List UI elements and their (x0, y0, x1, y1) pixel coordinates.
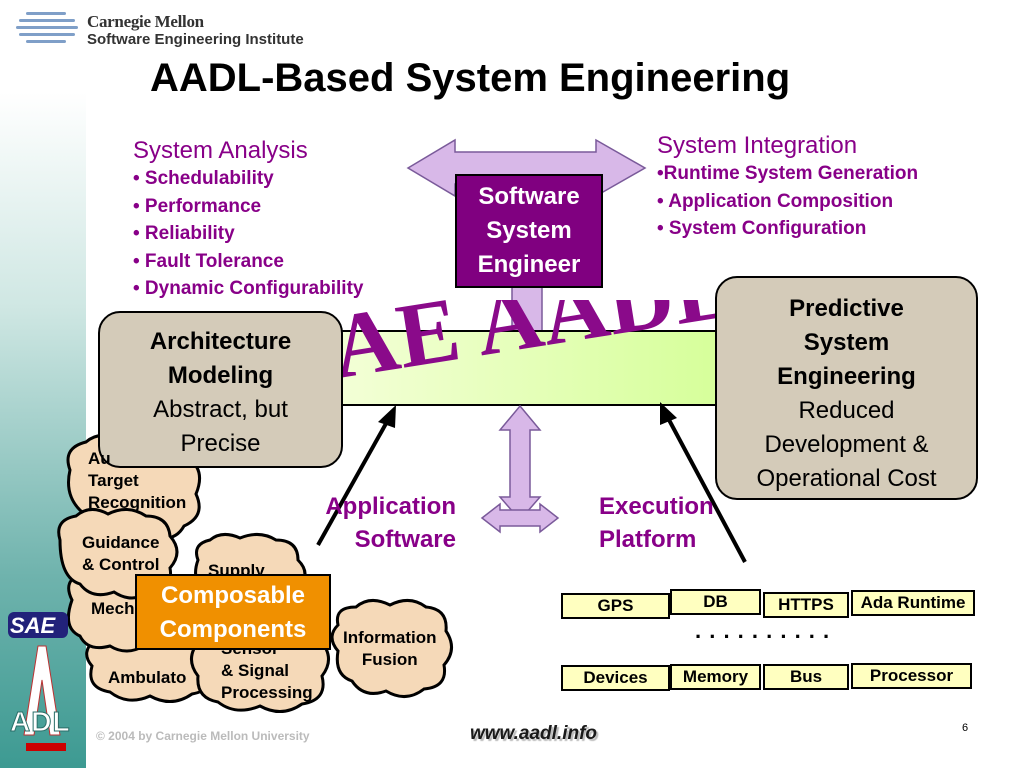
cloud-guidance-text: Guidance & Control (82, 532, 159, 576)
platform-box-processor: Processor (851, 663, 972, 689)
list-item: •Runtime System Generation (657, 163, 919, 184)
platform-box-memory: Memory (670, 664, 761, 690)
platform-box-bus: Bus (763, 664, 849, 690)
composable-line: Components (159, 616, 307, 643)
software-system-engineer-box: Software System Engineer (455, 174, 603, 288)
cloud-line: Recognition (88, 493, 187, 512)
architecture-modeling-box: Architecture Modeling Abstract, but Prec… (98, 311, 343, 468)
list-item: • Dynamic Configurability (133, 278, 364, 299)
engineer-line: Engineer (477, 251, 581, 278)
org-subtitle: Software Engineering Institute (87, 31, 304, 48)
copyright-text: © 2004 by Carnegie Mellon University (96, 729, 310, 743)
adl-logo-text: ADL (10, 706, 71, 738)
list-item: • Reliability (133, 223, 235, 244)
engineer-line: System (486, 217, 572, 244)
bottom-double-arrow (480, 502, 560, 534)
sidebar-gradient (0, 0, 86, 768)
sae-logo-text: SAE (10, 613, 56, 638)
cloud-line: Fusion (361, 650, 418, 669)
predictive-title: Engineering (777, 363, 916, 390)
platform-box-https: HTTPS (763, 592, 849, 618)
cloud-target-recognition-text: Au Target Recognition (88, 448, 186, 514)
composable-line: Composable (160, 582, 306, 609)
sae-logo-icon (8, 612, 68, 638)
page-number: 6 (962, 722, 969, 734)
system-analysis: System Analysis • Schedulability • Perfo… (133, 137, 363, 303)
footer-url: www.aadl.info (470, 723, 598, 744)
vertical-double-arrow (498, 404, 542, 522)
platform-box-devices: Devices (561, 665, 670, 691)
label-line: Execution (599, 493, 714, 520)
system-integration-heading: System Integration (657, 132, 858, 159)
cloud-line: & Control (82, 555, 160, 574)
cloud-mechanical-text: Mech (91, 599, 135, 618)
cloud-information-fusion-text: Information Fusion (343, 627, 437, 671)
architecture-title: Architecture (149, 328, 292, 355)
sei-logo-icon (16, 12, 78, 47)
list-item: • Schedulability (133, 168, 274, 189)
predictive-title: Predictive (789, 295, 904, 322)
cloud-line: Processing (221, 683, 313, 702)
label-line: Software (354, 526, 456, 553)
cloud-line: & Signal (221, 661, 290, 680)
execution-platform-label: Execution Platform (599, 490, 714, 556)
list-item: • Performance (133, 195, 262, 217)
label-line: Application (325, 493, 456, 520)
application-arrow (316, 419, 390, 546)
platform-box-ada-runtime: Ada Runtime (851, 590, 975, 616)
platform-box-gps: GPS (561, 593, 670, 619)
label-line: Platform (599, 526, 697, 553)
application-software-label: Application Software (296, 490, 456, 556)
platform-ellipsis: . . . . . . . . . . (695, 618, 831, 643)
aadl-banner (329, 330, 721, 406)
cloud-line: Information (343, 628, 437, 647)
engineer-line: Software (478, 183, 580, 210)
list-item: • Fault Tolerance (133, 250, 284, 272)
architecture-subtitle: Abstract, but (153, 396, 288, 423)
cloud-line: Target (88, 471, 139, 490)
banner-text-clip: SAE AADL (330, 300, 730, 410)
banner-title: SAE AADL (330, 300, 730, 407)
system-integration: System Integration •Runtime System Gener… (657, 132, 918, 243)
system-analysis-heading: System Analysis (133, 137, 308, 164)
architecture-subtitle: Precise (180, 430, 261, 457)
page-title: AADL-Based System Engineering (150, 56, 791, 100)
cloud-line: Guidance (82, 533, 160, 552)
predictive-title: System (803, 329, 890, 356)
list-item: • Application Composition (657, 190, 894, 212)
cloud-information-fusion (330, 599, 453, 698)
org-name: Carnegie Mellon (87, 12, 204, 31)
platform-box-db: DB (670, 589, 761, 615)
predictive-subtitle: Operational Cost (756, 465, 937, 492)
execution-arrow (666, 417, 747, 563)
composable-components-box: Composable Components (135, 574, 331, 650)
predictive-subtitle: Development & (764, 431, 929, 458)
cloud-line: Au (88, 449, 111, 468)
cloud-ambulator-text: Ambulato (108, 668, 187, 687)
adl-logo-icon (23, 645, 66, 751)
list-item: • System Configuration (657, 218, 867, 239)
predictive-engineering-box: Predictive System Engineering Reduced De… (715, 276, 978, 500)
architecture-title: Modeling (167, 362, 274, 389)
predictive-subtitle: Reduced (798, 397, 895, 424)
